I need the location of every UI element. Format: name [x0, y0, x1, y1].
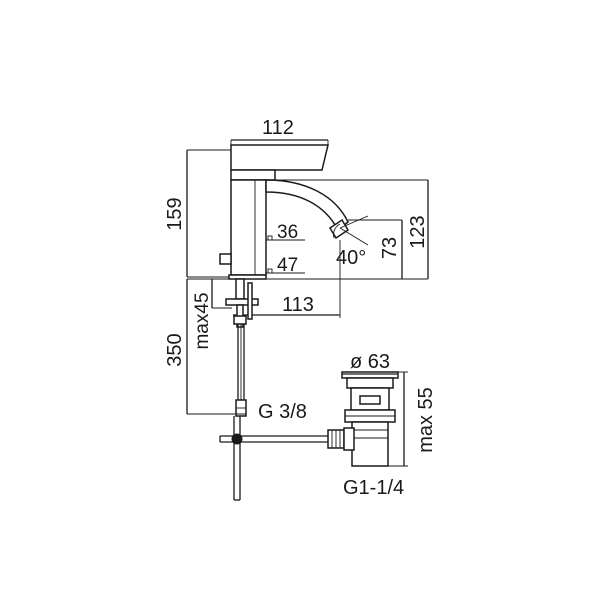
label-drain-diameter: ø 63: [350, 351, 390, 373]
dim-drain-height: [388, 371, 408, 467]
label-outlet-angle: 40°: [336, 247, 366, 269]
label-hose-length: 350: [164, 333, 186, 366]
label-drain-height: max 55: [415, 387, 437, 453]
faucet-base: [228, 274, 267, 280]
label-max-deck: max45: [192, 292, 213, 349]
dim-overall-height: [186, 149, 231, 278]
faucet-pin: [219, 253, 232, 265]
popup-rod: [219, 416, 345, 501]
faucet-lever: [230, 144, 329, 171]
label-connection-thread: G 3/8: [258, 401, 307, 423]
drain: [341, 371, 399, 467]
label-outlet-height: 73: [379, 237, 401, 259]
dim-handle-offsets: [266, 235, 305, 274]
label-spout-reach: 113: [282, 294, 314, 316]
dim-outlet-height: [348, 219, 403, 279]
label-top-width: 112: [262, 117, 294, 139]
dim-deck-thickness: [211, 279, 232, 309]
faucet-cap: [230, 169, 276, 181]
label-handle-offset-lower: 47: [277, 255, 298, 276]
dim-top-width: [230, 139, 329, 145]
label-drain-thread: G1-1/4: [343, 477, 404, 499]
mounting-assembly: [225, 278, 259, 417]
dim-hose-length: [186, 279, 246, 415]
outlet-angle-guide: [333, 215, 369, 246]
faucet: [219, 144, 350, 280]
faucet-body: [230, 179, 267, 276]
label-overall-height: 159: [164, 197, 186, 230]
label-spout-height: 123: [407, 215, 429, 248]
label-handle-offset-upper: 36: [277, 222, 298, 243]
